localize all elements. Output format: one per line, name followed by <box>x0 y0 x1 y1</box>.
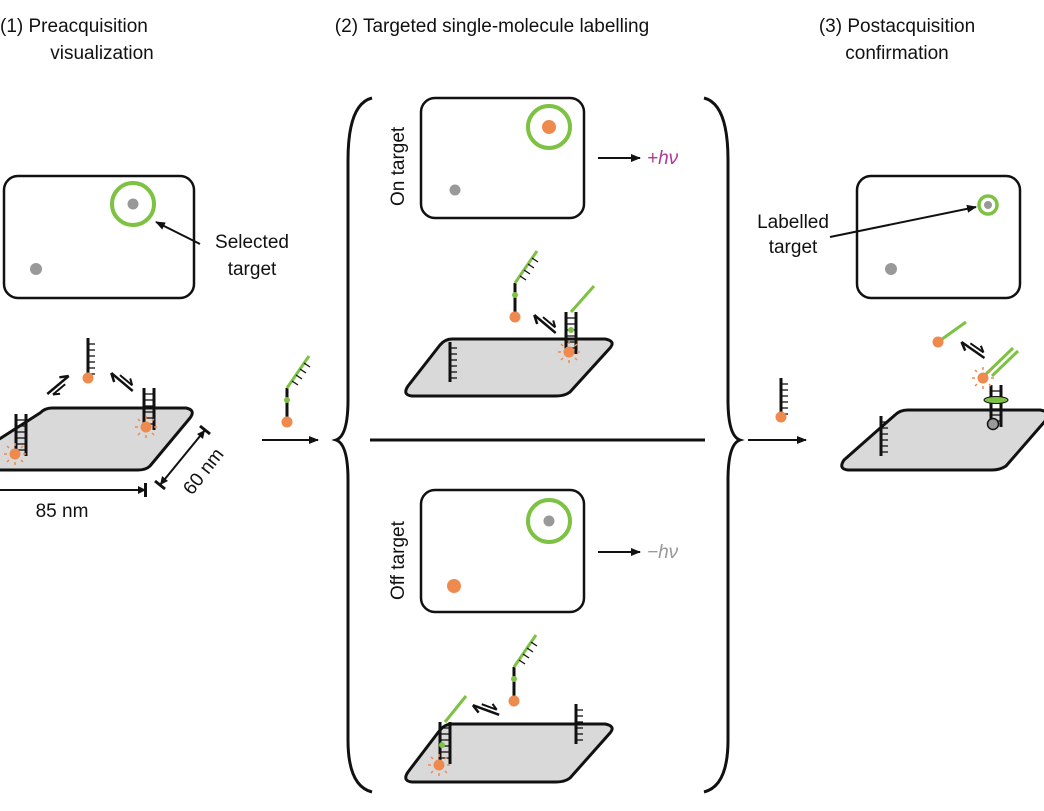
dna-origami <box>404 337 614 398</box>
fluorophore <box>82 372 94 384</box>
dna-origami <box>840 408 1044 472</box>
width-label: 85 nm <box>36 501 89 522</box>
dna-origami <box>0 406 194 472</box>
left-brace <box>331 96 373 794</box>
glowing-fluorophore <box>971 366 995 390</box>
target-spot <box>127 198 139 210</box>
panel3-subtitle: confirmation <box>845 43 949 64</box>
dna-origami <box>404 722 614 784</box>
selected-label: Selected <box>215 232 289 253</box>
imager-strand <box>280 354 312 429</box>
panel2-title: (2) Targeted single-molecule labelling <box>335 16 649 37</box>
callout-arrow <box>829 204 977 238</box>
right-brace <box>703 96 745 794</box>
labelled-ring <box>977 194 999 216</box>
panel1-subtitle: visualization <box>50 43 154 64</box>
labelled-label: Labelled <box>757 212 829 233</box>
target-spot <box>30 263 42 275</box>
callout-arrow <box>155 221 201 245</box>
selection-ring <box>526 498 572 544</box>
target-spot <box>543 515 555 527</box>
on-target-label: On target <box>388 126 409 206</box>
selection-ring <box>110 181 156 227</box>
panel-2: (2) Targeted single-molecule labelling O… <box>331 16 745 794</box>
lock-strand <box>983 396 1009 404</box>
target-spot <box>885 263 897 275</box>
panel-1: (1) Preacquisition visualization Selecte… <box>0 16 289 522</box>
labelled-spot <box>542 120 556 134</box>
off-target-view <box>419 488 586 614</box>
field-of-view <box>855 174 1022 300</box>
target-spot <box>449 184 461 196</box>
target-spot <box>984 201 992 209</box>
field-of-view <box>2 174 196 300</box>
panel1-title: (1) Preacquisition <box>0 16 148 37</box>
on-target-view <box>419 96 586 220</box>
no-emission-label: −hν <box>647 542 679 563</box>
panel3-title: (3) Postacquisition <box>819 16 975 37</box>
height-dimension <box>159 429 206 486</box>
off-target-spot <box>447 579 461 593</box>
selected-label-2: target <box>228 259 277 280</box>
off-target-label: Off target <box>388 520 409 600</box>
panel-3: (3) Postacquisition confirmation Labelle… <box>757 16 1044 472</box>
emission-label: +hν <box>647 148 679 169</box>
selection-ring <box>526 104 572 150</box>
labelled-label-2: target <box>769 237 818 258</box>
